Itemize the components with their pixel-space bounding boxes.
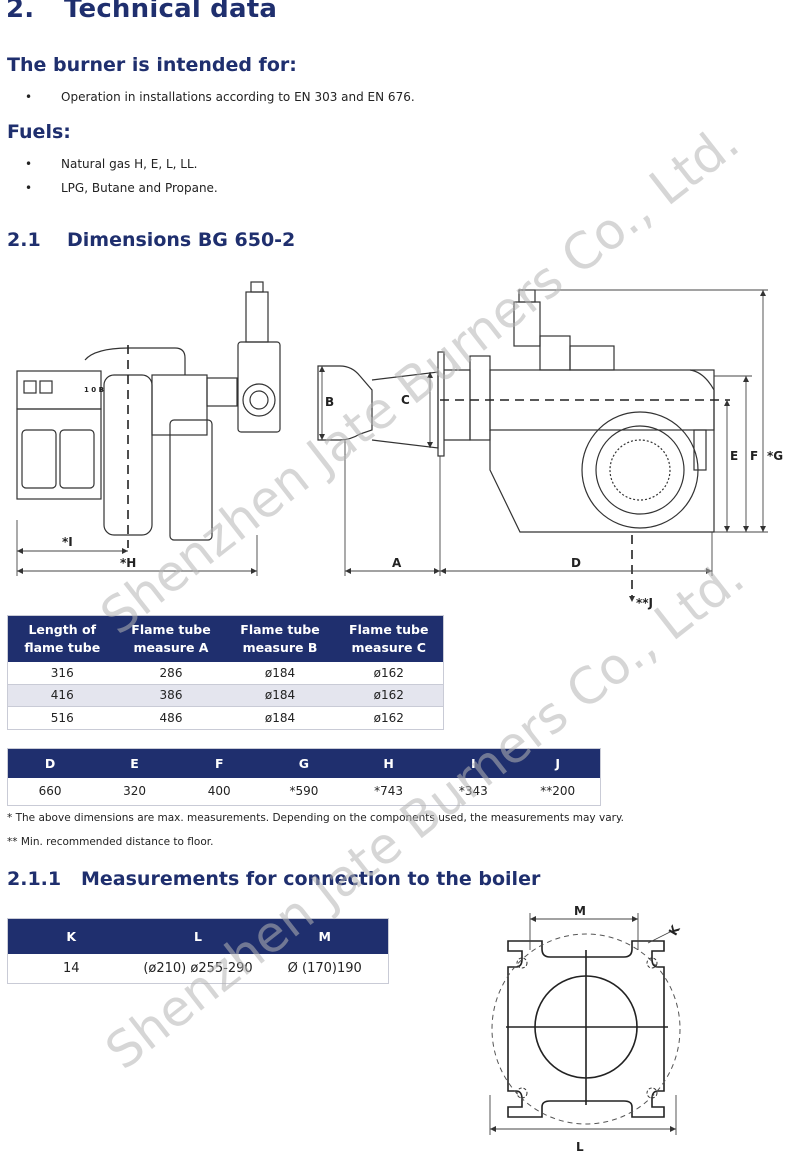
label-c: C <box>401 393 410 407</box>
label-b: B <box>325 395 334 409</box>
label-l: L <box>576 1140 584 1154</box>
burner-dimension-drawing: *I *H A D B C E F *G **J 1 0 B <box>16 281 783 610</box>
table-header: D <box>7 748 93 778</box>
note-floor-distance: ** Min. recommended distance to floor. <box>7 836 214 848</box>
table-row: 416 386 ø184 ø162 <box>7 684 444 707</box>
section-number: 2. <box>6 0 35 24</box>
boiler-flange-drawing: M K L <box>489 904 683 1154</box>
table-header: Length of flame tube <box>7 615 117 662</box>
table-header: Flame tube measure C <box>334 615 444 662</box>
table-header: F <box>176 748 262 778</box>
intended-item: •Operation in installations according to… <box>25 90 415 104</box>
table-header: G <box>261 748 347 778</box>
table-header: J <box>515 748 601 778</box>
table-header: H <box>346 748 431 778</box>
label-a: A <box>392 556 402 570</box>
intended-heading: The burner is intended for: <box>7 54 297 76</box>
section-heading: 2. Technical data <box>6 0 277 24</box>
fuels-item: •Natural gas H, E, L, LL. <box>25 157 198 171</box>
note-max-measurements: * The above dimensions are max. measurem… <box>7 812 625 824</box>
bullet-icon: • <box>25 90 33 104</box>
bullet-icon: • <box>25 181 33 195</box>
table-row: 14 (ø210) ø255-290 Ø (170)190 <box>7 953 389 984</box>
label-g: *G <box>767 449 783 463</box>
dimension-table: D E F G H I J 660 320 400 *590 *743 *343… <box>7 748 601 806</box>
table-header: K <box>7 918 135 954</box>
section-title: Technical data <box>64 0 278 24</box>
gas-valve <box>237 341 281 433</box>
table-row: 516 486 ø184 ø162 <box>7 706 444 730</box>
label-d: D <box>571 556 581 570</box>
label-i: *I <box>62 535 73 549</box>
table-header: Flame tube measure B <box>225 615 335 662</box>
table-header: I <box>430 748 516 778</box>
mounting-flange <box>437 351 445 457</box>
label-e: E <box>730 449 738 463</box>
flame-tube-table: Length of flame tube Flame tube measure … <box>7 615 444 730</box>
label-panel: 1 0 B <box>84 386 104 394</box>
fan-circle-outer <box>581 411 699 529</box>
label-j: **J <box>636 596 653 610</box>
table-header: Flame tube measure A <box>116 615 226 662</box>
table-header: M <box>261 918 389 954</box>
table-header: E <box>92 748 177 778</box>
table-row: 660 320 400 *590 *743 *343 **200 <box>7 777 601 806</box>
label-k: K <box>666 922 683 938</box>
table-row: 316 286 ø184 ø162 <box>7 661 444 685</box>
flame-tube-side <box>317 365 373 441</box>
connection-table: K L M 14 (ø210) ø255-290 Ø (170)190 <box>7 918 389 984</box>
bullet-icon: • <box>25 157 33 171</box>
fuels-heading: Fuels: <box>7 121 71 143</box>
label-h: *H <box>120 556 136 570</box>
label-f: F <box>750 449 758 463</box>
flange-plate <box>507 940 665 1118</box>
label-m: M <box>574 904 586 918</box>
fan-housing <box>489 369 715 533</box>
fuels-item: •LPG, Butane and Propane. <box>25 181 218 195</box>
table-header: L <box>134 918 262 954</box>
